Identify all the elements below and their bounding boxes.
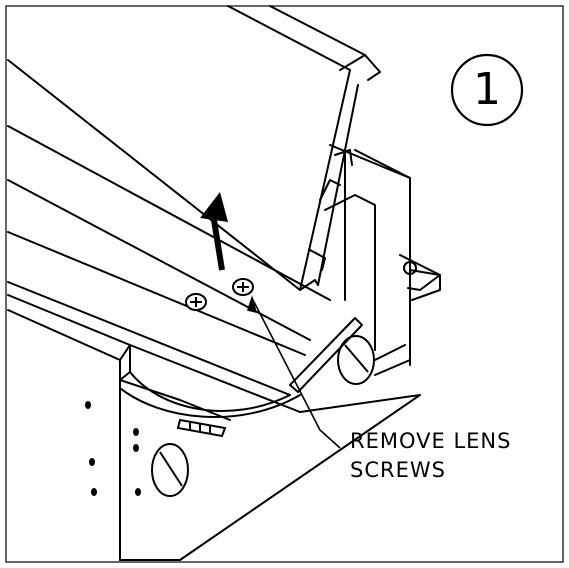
bracket-clip [176, 418, 227, 438]
lift-arrow-icon [200, 192, 228, 271]
mount-dot [135, 488, 141, 496]
reflector-strip [289, 317, 363, 393]
tab-hole [403, 261, 417, 275]
callout-text-line1: REMOVE LENS [350, 429, 512, 453]
mount-dot [133, 444, 139, 452]
drawing-border [5, 5, 564, 563]
mount-dot [85, 401, 91, 409]
mount-dot [91, 488, 97, 496]
housing-body [7, 125, 331, 413]
lens-screw-right [232, 278, 254, 296]
lens-door [7, 5, 381, 291]
knockout-hole-left [151, 443, 189, 497]
callout-text-line2: SCREWS [350, 458, 446, 482]
mount-dot [89, 458, 95, 466]
end-box [324, 144, 441, 376]
mounting-tab [409, 269, 441, 301]
mount-dot [133, 428, 139, 436]
step-number: 1 [473, 64, 501, 115]
step-badge [450, 53, 524, 127]
callout-leader [246, 295, 341, 449]
lens-screw-left [185, 293, 207, 311]
end-plate [119, 371, 421, 561]
knockout-hole-right [337, 335, 375, 385]
